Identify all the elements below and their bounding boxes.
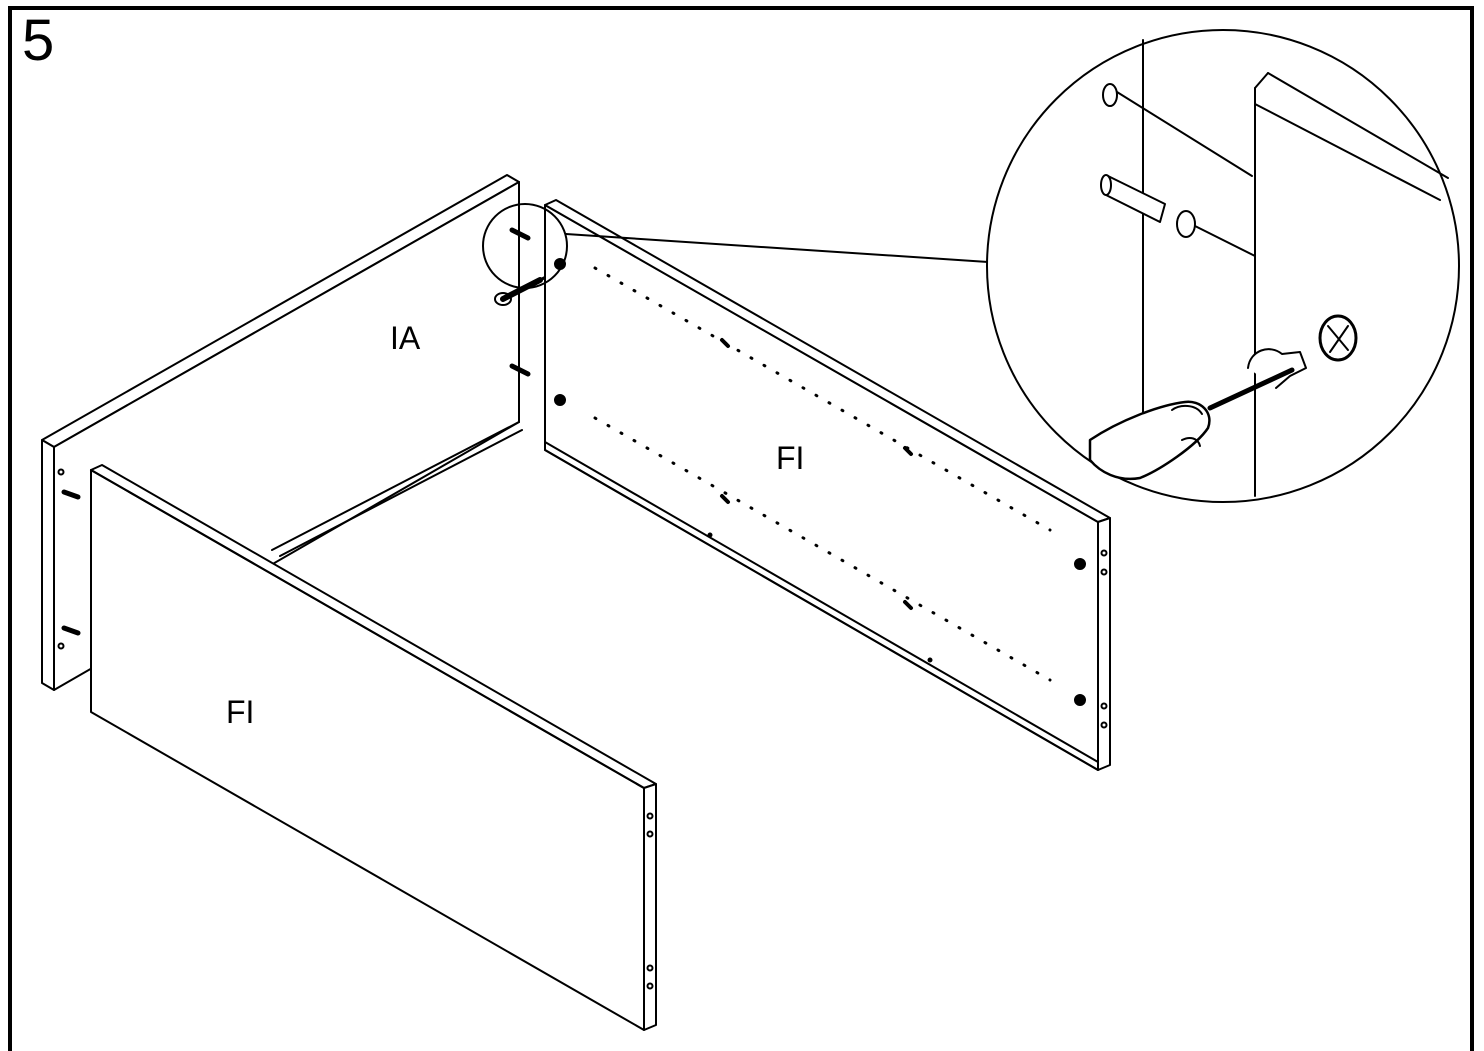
side-panel-right-label: FI [776,440,805,476]
step-number: 5 [22,8,55,73]
side-panel-front-fi [90,464,657,1031]
screwdriver-icon [1088,367,1295,481]
wooden-dowel-icon [1100,174,1166,223]
side-panel-front-label: FI [226,694,255,730]
side-panel-right-fi [544,199,1111,771]
back-panel-label: IA [390,320,421,356]
cam-bolt-icon [1176,210,1256,257]
cam-lock-icon [1247,314,1358,389]
detail-callout [482,29,1460,503]
wooden-dowel-icon [61,489,81,636]
